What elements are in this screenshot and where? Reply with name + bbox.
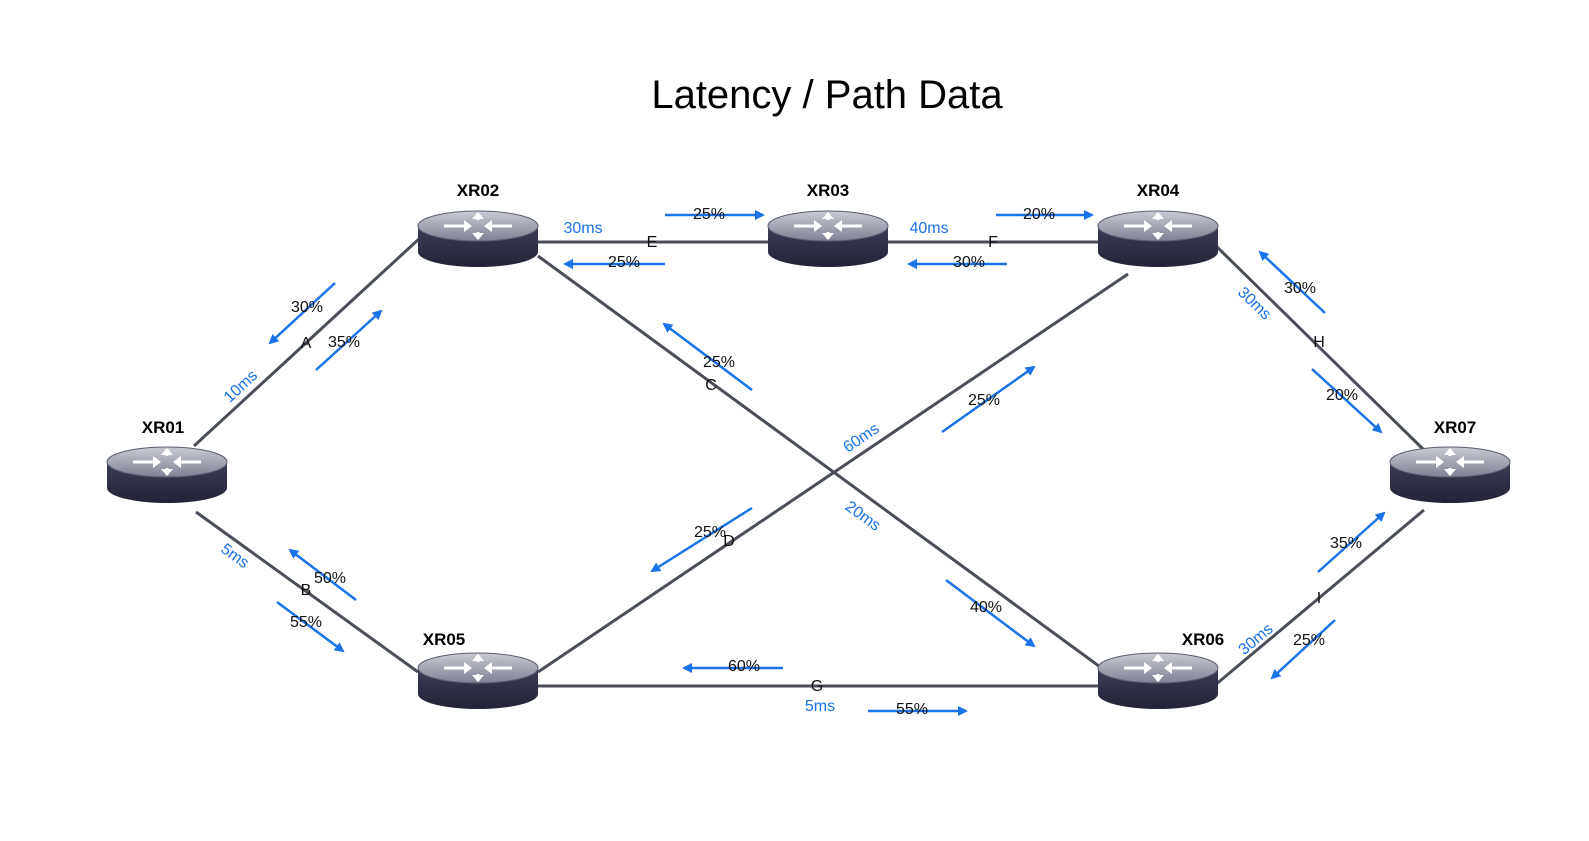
- link-D-forward-arrow: [941, 365, 1036, 434]
- link-E-latency: 30ms: [563, 220, 602, 237]
- link-H-label: H: [1313, 334, 1325, 351]
- router-xr07[interactable]: XR07: [1389, 418, 1511, 504]
- traffic-percentages: 30% 35% 50% 55% 25% 40% 25% 25% 25% 25% …: [290, 206, 1362, 718]
- link-G-forward-pct: 55%: [896, 701, 928, 718]
- link-G-label: G: [811, 678, 823, 695]
- link-A-line: [192, 236, 422, 448]
- link-B-reverse-arrow: [288, 548, 357, 601]
- link-B-forward-arrow: [276, 600, 345, 653]
- link-D-line: [537, 272, 1129, 674]
- page-title: Latency / Path Data: [651, 73, 1003, 117]
- link-A-forward-pct: 35%: [328, 334, 360, 351]
- router-label: XR03: [807, 181, 850, 200]
- router-icon: [417, 210, 539, 268]
- router-xr05[interactable]: XR05: [417, 630, 539, 710]
- link-A-reverse-pct: 30%: [291, 299, 323, 316]
- link-B-reverse-pct: 50%: [314, 570, 346, 587]
- link-B-line: [195, 510, 419, 674]
- traffic-arrows: [268, 210, 1386, 716]
- link-I-reverse-pct: 25%: [1293, 632, 1325, 649]
- link-B-label: B: [301, 582, 312, 599]
- router-icon: [417, 652, 539, 710]
- links: [192, 236, 1426, 688]
- link-H-reverse-arrow: [1258, 250, 1326, 314]
- router-label: XR02: [457, 181, 500, 200]
- link-E-label: E: [647, 234, 658, 251]
- link-F-latency: 40ms: [909, 220, 948, 237]
- link-D-forward-pct: 25%: [968, 392, 1000, 409]
- link-C-reverse-pct: 25%: [703, 354, 735, 371]
- link-B-forward-pct: 55%: [290, 614, 322, 631]
- router-xr02[interactable]: XR02: [417, 181, 539, 268]
- link-F-label: F: [988, 234, 998, 251]
- link-C-line: [537, 254, 1119, 682]
- link-H-reverse-pct: 30%: [1284, 280, 1316, 297]
- link-A-latency: 10ms: [221, 367, 261, 406]
- link-letters: A B C D E F G H I: [301, 234, 1325, 695]
- link-A-forward-arrow: [315, 309, 383, 371]
- link-C-label: C: [705, 377, 717, 394]
- link-C-forward-pct: 40%: [970, 599, 1002, 616]
- link-D-reverse-pct: 25%: [694, 524, 726, 541]
- router-label: XR01: [142, 418, 185, 437]
- link-I-forward-pct: 35%: [1330, 535, 1362, 552]
- link-F-forward-pct: 20%: [1023, 206, 1055, 223]
- router-icon: [767, 210, 889, 268]
- router-label: XR07: [1434, 418, 1477, 437]
- link-D-label: D: [723, 533, 735, 550]
- link-B-latency: 5ms: [217, 541, 251, 573]
- link-H-forward-pct: 20%: [1326, 387, 1358, 404]
- router-icon: [1097, 652, 1219, 710]
- link-I-reverse-arrow: [1270, 619, 1336, 680]
- link-D-reverse-arrow: [650, 506, 753, 573]
- router-label: XR04: [1137, 181, 1180, 200]
- link-A-reverse-arrow: [268, 282, 336, 345]
- router-icon: [1389, 446, 1511, 504]
- link-I-forward-arrow: [1317, 511, 1386, 573]
- router-xr01[interactable]: XR01: [106, 418, 228, 504]
- router-icon: [1097, 210, 1219, 268]
- link-G-latency: 5ms: [805, 698, 835, 715]
- link-D-latency: 60ms: [841, 420, 883, 456]
- router-icon: [106, 446, 228, 504]
- router-label: XR06: [1182, 630, 1225, 649]
- link-I-label: I: [1317, 590, 1321, 607]
- router-label: XR05: [423, 630, 466, 649]
- link-C-reverse-arrow: [662, 322, 753, 391]
- link-H-line: [1212, 242, 1426, 452]
- link-C-forward-arrow: [945, 579, 1036, 648]
- router-xr03[interactable]: XR03: [767, 181, 889, 268]
- link-E-forward-pct: 25%: [693, 206, 725, 223]
- router-xr06[interactable]: XR06: [1097, 630, 1225, 710]
- link-F-reverse-pct: 30%: [953, 254, 985, 271]
- link-H-forward-arrow: [1311, 368, 1383, 434]
- link-I-line: [1213, 508, 1425, 688]
- link-E-reverse-pct: 25%: [608, 254, 640, 271]
- router-xr04[interactable]: XR04: [1097, 181, 1219, 268]
- link-G-reverse-pct: 60%: [728, 658, 760, 675]
- link-H-latency: 30ms: [1234, 284, 1274, 323]
- link-A-label: A: [301, 335, 312, 352]
